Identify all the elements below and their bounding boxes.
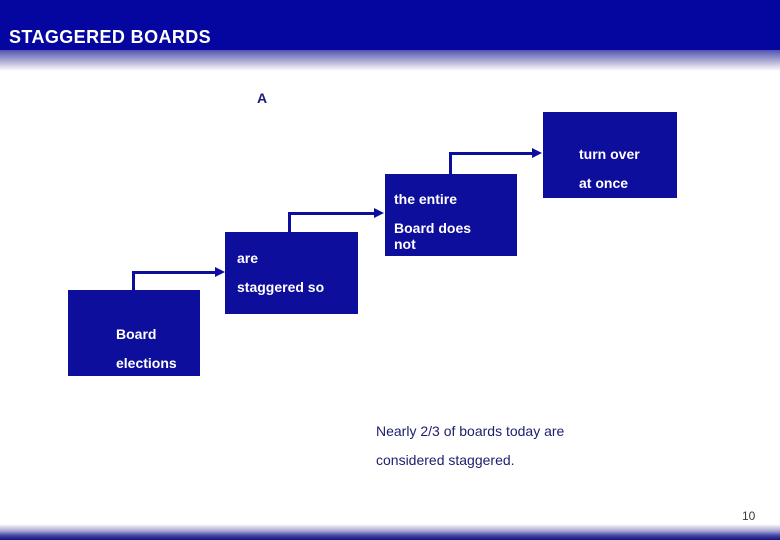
connector-1-arrowhead-icon [215,267,225,277]
text-fragment-a: A [257,90,268,106]
diagram-box-entire-board-does-not: the entire Board does not [385,174,517,256]
connector-3-arrowhead-icon [532,148,542,158]
box-text-line: staggered so [237,279,325,295]
title-bar: STAGGERED BOARDS [0,0,780,50]
caption-line-2: considered staggered. [376,452,515,468]
diagram-box-board-elections: Board elections [68,290,200,376]
diagram-box-are-staggered-so: are staggered so [225,232,358,314]
connector-3-vertical-segment [449,152,452,175]
box-text-line: are [237,250,259,266]
footer-gradient-bar [0,524,780,540]
box-text-line: at once [579,175,629,191]
connector-2-arrowhead-icon [374,208,384,218]
box-text-line: the entire [394,191,458,207]
box-text-line: elections [116,355,177,371]
slide-title: STAGGERED BOARDS [9,27,212,47]
caption: Nearly 2/3 of boards today are considere… [376,424,564,482]
box-text-line: Board [116,326,157,342]
page-number: 10 [742,509,756,523]
diagram-box-turn-over-at-once: turn over at once [543,112,677,198]
connector-1-horizontal-segment [132,271,216,274]
box-text-line: Board does not [394,220,472,252]
connector-2-vertical-segment [288,212,291,233]
connector-1-vertical-segment [132,271,135,291]
connector-2-horizontal-segment [288,212,375,215]
title-bar-fade [0,50,780,71]
box-text-line: turn over [579,146,640,162]
connector-3-horizontal-segment [449,152,533,155]
caption-line-1: Nearly 2/3 of boards today are [376,423,565,439]
